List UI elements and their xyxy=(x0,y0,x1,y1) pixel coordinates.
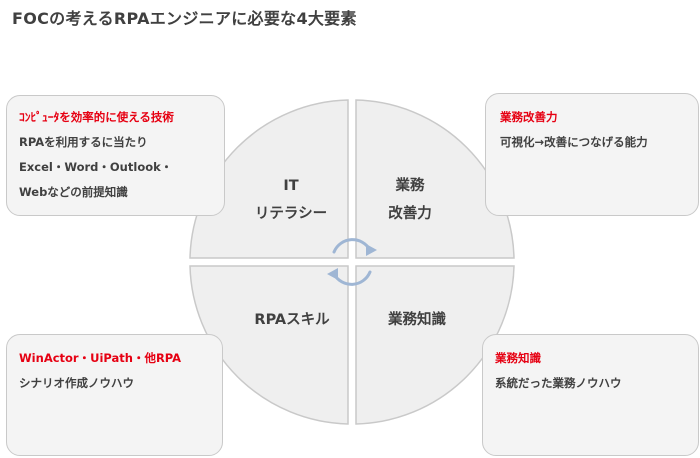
box-heading: 業務知識 xyxy=(495,351,541,365)
box-heading: WinActor・UiPath・他RPA xyxy=(19,351,182,365)
quadrant-label-gyomu: 業務 改善力 xyxy=(360,172,460,228)
box-text: シナリオ作成ノウハウ xyxy=(19,376,134,390)
quadrant-label-line: 業務 xyxy=(395,178,425,194)
quadrant-gyomu xyxy=(355,99,515,259)
quadrant-label-line: リテラシー xyxy=(254,206,328,222)
info-box-improvement: 業務改善力 可視化→改善につなげる能力 xyxy=(485,93,699,216)
box-text: 系統だった業務ノウハウ xyxy=(495,376,622,390)
info-box-it-literacy: ｺﾝﾋﾟｭｰﾀを効率的に使える技術 RPAを利用するに当たり Excel・Wor… xyxy=(6,95,225,216)
box-text: RPAを利用するに当たり xyxy=(19,135,148,149)
box-heading: ｺﾝﾋﾟｭｰﾀを効率的に使える技術 xyxy=(19,110,174,124)
page-title: FOCの考えるRPAエンジニアに必要な4大要素 xyxy=(12,9,357,28)
quadrant-it xyxy=(189,99,349,259)
box-text: Excel・Word・Outlook・ xyxy=(19,160,173,174)
quadrant-label-rpa: RPAスキル xyxy=(254,312,330,328)
quadrant-label-chishiki: 業務知識 xyxy=(388,312,446,328)
quadrant-rpa xyxy=(189,265,349,425)
info-box-rpa-skill: WinActor・UiPath・他RPA シナリオ作成ノウハウ xyxy=(6,334,223,456)
box-text: Webなどの前提知識 xyxy=(19,185,128,199)
quadrant-label-it: IT リテラシー xyxy=(236,172,346,228)
box-heading: 業務改善力 xyxy=(500,110,558,124)
info-box-business-knowledge: 業務知識 系統だった業務ノウハウ xyxy=(482,334,699,456)
quadrant-label-line: 改善力 xyxy=(388,206,432,222)
box-text: 可視化→改善につなげる能力 xyxy=(500,135,648,149)
quadrant-chishiki xyxy=(355,265,515,425)
quadrant-label-line: IT xyxy=(283,178,299,194)
